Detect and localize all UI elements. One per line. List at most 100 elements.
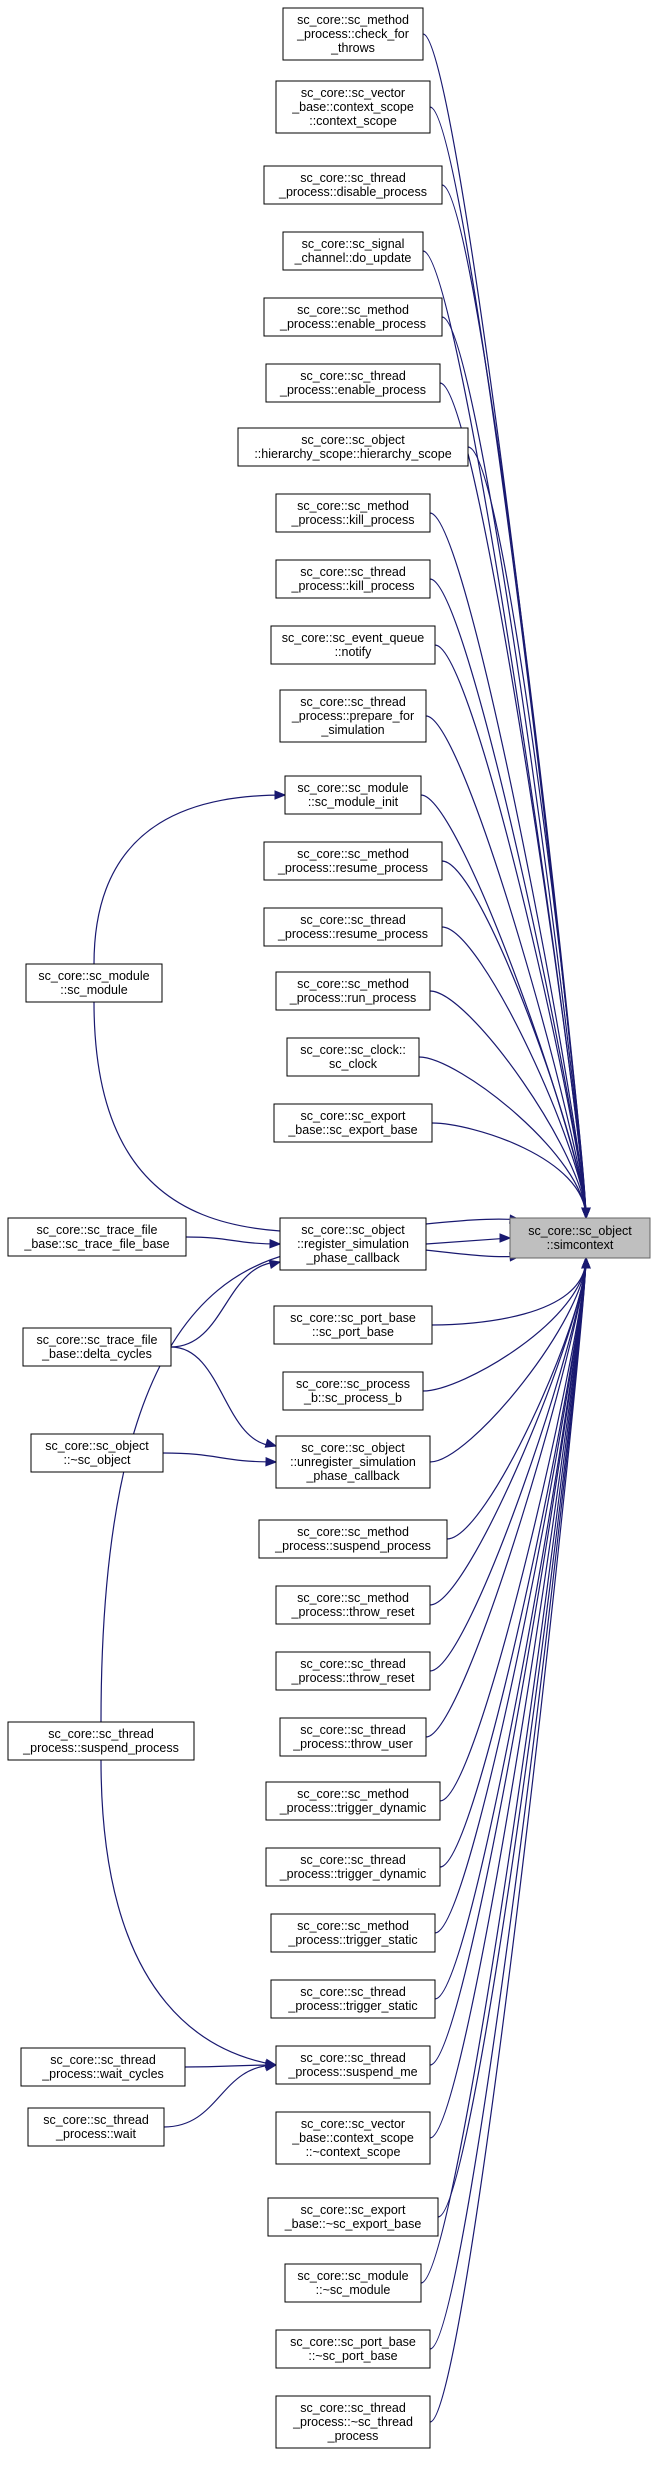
function-node[interactable]: sc_core::sc_object::hierarchy_scope::hie… [237, 427, 469, 467]
node-box [270, 1913, 436, 1953]
function-node[interactable]: sc_core::sc_thread_process::enable_proce… [265, 363, 441, 403]
function-node[interactable]: sc_core::sc_object::register_simulation_… [279, 1217, 427, 1271]
function-node[interactable]: sc_core::sc_object::unregister_simulatio… [275, 1435, 431, 1489]
function-node[interactable]: sc_core::sc_method_process::kill_process [275, 493, 431, 533]
function-node[interactable]: sc_core::sc_method_process::enable_proce… [263, 297, 443, 337]
function-node[interactable]: sc_core::sc_thread_process::trigger_stat… [270, 1979, 436, 2019]
node-box [270, 625, 436, 665]
node-label-line: sc_core::sc_object [301, 1441, 405, 1455]
function-node[interactable]: sc_core::sc_method_process::trigger_stat… [270, 1913, 436, 1953]
function-node[interactable]: sc_core::sc_vector_base::context_scope::… [275, 80, 431, 134]
edge-line [100, 1759, 277, 2066]
node-label-line: _process::throw_reset [291, 1671, 416, 1685]
function-node[interactable]: sc_core::sc_object::~sc_object [30, 1433, 164, 1473]
function-node[interactable]: sc_core::sc_vector_base::context_scope::… [275, 2111, 431, 2165]
node-label-line: sc_core::sc_port_base [290, 2335, 416, 2349]
node-label-line: ::~sc_object [63, 1453, 131, 1467]
node-box [258, 1519, 448, 1559]
node-label-line: ::simcontext [547, 1238, 614, 1252]
target-node[interactable]: sc_core::sc_object::simcontext [509, 1217, 651, 1259]
function-node[interactable]: sc_core::sc_port_base::~sc_port_base [275, 2329, 431, 2369]
function-node[interactable]: sc_core::sc_thread_process::throw_reset [275, 1651, 431, 1691]
node-box [237, 427, 469, 467]
function-node[interactable]: sc_core::sc_module::sc_module_init [284, 775, 422, 815]
node-box [265, 1781, 441, 1821]
function-node[interactable]: sc_core::sc_module::~sc_module [284, 2263, 422, 2303]
nodes-layer: sc_core::sc_object::simcontextsc_core::s… [7, 7, 651, 2449]
function-node[interactable]: sc_core::sc_thread_process::prepare_for_… [279, 689, 427, 743]
node-box [275, 1435, 431, 1489]
node-box [267, 2197, 439, 2237]
node-label-line: sc_core::sc_method [297, 499, 409, 513]
node-label-line: _process::~sc_thread [292, 2415, 413, 2429]
function-node[interactable]: sc_core::sc_signal_channel::do_update [282, 231, 424, 271]
call-edge [425, 1256, 591, 1738]
function-node[interactable]: sc_core::sc_method_process::trigger_dyna… [265, 1781, 441, 1821]
function-node[interactable]: sc_core::sc_method_process::throw_reset [275, 1585, 431, 1625]
call-edge [418, 1056, 591, 1220]
function-node[interactable]: sc_core::sc_thread_process::resume_proce… [263, 907, 443, 947]
node-box [273, 1305, 433, 1345]
edge-line [429, 1257, 587, 1463]
node-box [30, 1433, 164, 1473]
function-node[interactable]: sc_core::sc_clock::sc_clock [286, 1037, 420, 1077]
function-node[interactable]: sc_core::sc_process_b::sc_process_b [282, 1371, 424, 1411]
node-label-line: ::context_scope [309, 114, 397, 128]
node-label-line: _process [327, 2429, 379, 2443]
edge-line [420, 1257, 587, 2284]
function-node[interactable]: sc_core::sc_thread_process::wait_cycles [20, 2047, 186, 2087]
function-node[interactable]: sc_core::sc_method_process::resume_proce… [263, 841, 443, 881]
node-label-line: _process::trigger_static [287, 1933, 417, 1947]
arrow-head [581, 1256, 591, 1269]
function-node[interactable]: sc_core::sc_export_base::sc_export_base [273, 1103, 433, 1143]
function-node[interactable]: sc_core::sc_thread_process::suspend_proc… [7, 1721, 195, 1761]
function-node[interactable]: sc_core::sc_method_process::check_for_th… [282, 7, 424, 61]
edge-line [429, 1257, 587, 1672]
node-label-line: sc_core::sc_export [301, 2203, 406, 2217]
function-node[interactable]: sc_core::sc_method_process::run_process [275, 971, 431, 1011]
node-label-line: _b::sc_process_b [303, 1391, 402, 1405]
node-label-line: sc_core::sc_module [297, 781, 408, 795]
function-node[interactable]: sc_core::sc_trace_file_base::sc_trace_fi… [7, 1217, 187, 1257]
node-box [265, 1847, 441, 1887]
function-node[interactable]: sc_core::sc_port_base::sc_port_base [273, 1305, 433, 1345]
call-edge [420, 794, 591, 1220]
function-node[interactable]: sc_core::sc_thread_process::kill_process [275, 559, 431, 599]
function-node[interactable]: sc_core::sc_export_base::~sc_export_base [267, 2197, 439, 2237]
function-node[interactable]: sc_core::sc_trace_file_base::delta_cycle… [22, 1327, 172, 1367]
node-label-line: sc_core::sc_object [528, 1224, 632, 1238]
node-label-line: _process::wait_cycles [41, 2067, 164, 2081]
function-node[interactable]: sc_core::sc_method_process::suspend_proc… [258, 1519, 448, 1559]
node-label-line: sc_core::sc_port_base [290, 1311, 416, 1325]
function-node[interactable]: sc_core::sc_thread_process::trigger_dyna… [265, 1847, 441, 1887]
edge-line [434, 644, 587, 1219]
edge-line [441, 860, 587, 1219]
node-label-line: sc_core::sc_method [297, 303, 409, 317]
function-node[interactable]: sc_core::sc_module::sc_module [25, 963, 163, 1003]
function-node[interactable]: sc_core::sc_thread_process::wait [27, 2107, 165, 2147]
edge-line [431, 1257, 587, 1326]
node-label-line: _phase_callback [305, 1469, 400, 1483]
node-box [7, 1721, 195, 1761]
edge-line [429, 512, 587, 1219]
node-label-line: sc_core::sc_thread [300, 171, 406, 185]
function-node[interactable]: sc_core::sc_event_queue::notify [270, 625, 436, 665]
node-label-line: sc_core::sc_method [297, 1591, 409, 1605]
function-node[interactable]: sc_core::sc_thread_process::throw_user [279, 1717, 427, 1757]
node-label-line: sc_core::sc_method [297, 13, 409, 27]
node-label-line: sc_core::sc_thread [300, 1985, 406, 1999]
call-edge [434, 644, 591, 1220]
node-label-line: _process::enable_process [279, 317, 426, 331]
node-box [282, 231, 424, 271]
edge-line [170, 1346, 277, 1447]
edge-line [425, 1237, 511, 1245]
edge-line [429, 1257, 587, 2139]
edge-line [439, 1257, 587, 1868]
call-edge [170, 1346, 278, 1448]
function-node[interactable]: sc_core::sc_thread_process::suspend_me [275, 2045, 431, 2085]
edge-line [441, 926, 587, 1219]
function-node[interactable]: sc_core::sc_thread_process::~sc_thread_p… [275, 2395, 431, 2449]
node-label-line: ::unregister_simulation [290, 1455, 416, 1469]
function-node[interactable]: sc_core::sc_thread_process::disable_proc… [263, 165, 443, 205]
edge-line [93, 1001, 521, 1233]
